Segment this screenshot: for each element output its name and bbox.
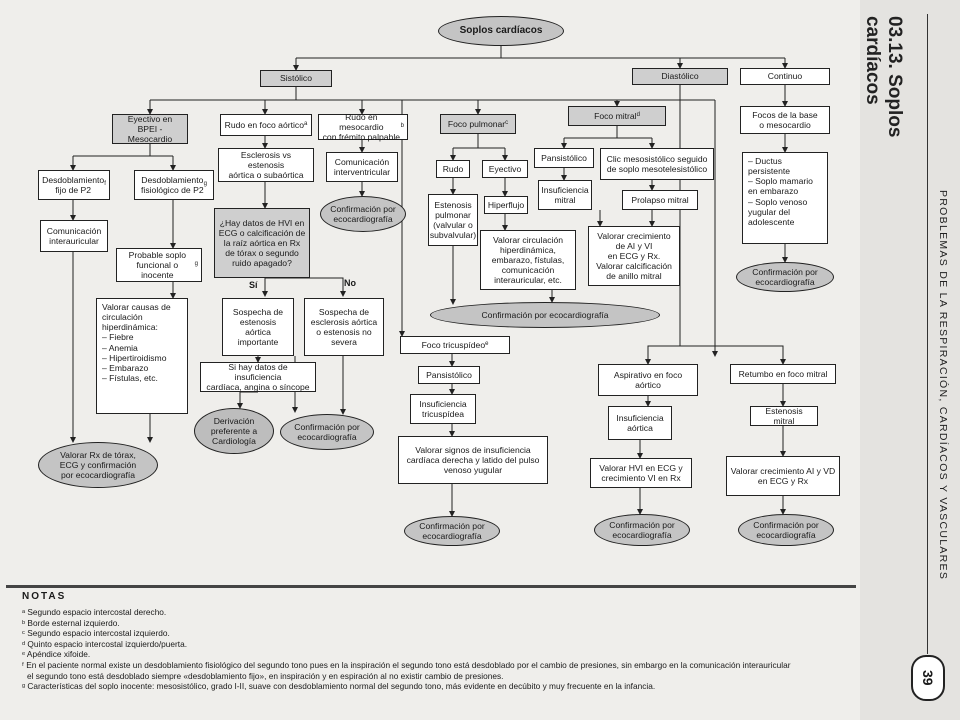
node-insuficiencia-mitral: Insuficiencia mitral (538, 180, 592, 210)
node-valorar-signos: Valorar signos de insuficiencia cardíaca… (398, 436, 548, 484)
node-esclerosis-estenosis: Esclerosis vs estenosis aórtica o subaór… (218, 148, 314, 182)
foco-tricuspideo-label: Foco tricuspídeo (421, 339, 486, 350)
desdob-fijo-note: f (104, 181, 106, 188)
node-confirmacion-continuo: Confirmación por ecocardiografía (736, 262, 834, 292)
node-eyectivo-bpei: Eyectivo en BPEI - Mesocardio (112, 114, 188, 144)
node-confirmacion-mitral: Confirmación por ecocardiografía (738, 514, 834, 546)
node-comunicacion-interauricular: Comunicación interauricular (40, 220, 108, 252)
note-item: ᵇ Borde esternal izquierdo. (22, 617, 120, 628)
node-retumbo-mitral: Retumbo en foco mitral (730, 364, 836, 384)
rudo-aortico-note: a (303, 121, 308, 128)
rudo-meso-label: Rudo en mesocardio con frémito palpable (322, 111, 401, 143)
node-valorar-crecimiento-ai-vi: Valorar crecimiento de AI y VI en ECG y … (588, 226, 680, 286)
node-sistolico: Sistólico (260, 70, 332, 87)
node-insuficiencia-tricuspidea: Insuficiencia tricuspídea (410, 394, 476, 424)
root-soplos-cardiacos: Soplos cardíacos (438, 16, 564, 46)
node-valorar-hvi: Valorar HVI en ECG y crecimiento VI en R… (590, 458, 692, 488)
node-valorar-crecimiento-ai-vd: Valorar crecimiento AI y VD en ECG y Rx (726, 456, 840, 496)
rudo-meso-note: b (400, 123, 404, 130)
node-hvi-question: ¿Hay datos de HVI en ECG o calcificación… (214, 208, 310, 278)
node-valorar-causas: Valorar causas de circulación hiperdinám… (96, 298, 188, 414)
node-sospecha-estenosis: Sospecha de estenosis aórtica importante (222, 298, 294, 356)
desdob-fijo-label: Desdoblamiento fijo de P2 (42, 174, 105, 195)
note-item: ᶠ En el paciente normal existe un desdob… (22, 660, 791, 671)
note-item: el segundo tono está desdoblado siempre … (27, 670, 504, 681)
foco-mitral-note: d (636, 112, 640, 119)
notes-title: NOTAS (22, 591, 67, 602)
foco-pulmonar-note: c (505, 120, 509, 127)
node-comunicacion-interventricular: Comunicación interventricular (326, 152, 398, 182)
node-si-hay-datos: Si hay datos de insuficiencia cardíaca, … (200, 362, 316, 392)
node-pansistolico-mitral: Pansistólico (534, 148, 594, 168)
node-aspirativo-aortico: Aspirativo en foco aórtico (598, 364, 698, 396)
node-clic-mesosistolico: Clic mesosistólico seguido de soplo meso… (600, 148, 714, 180)
node-confirmacion-tricuspidea: Confirmación por ecocardiografía (404, 516, 500, 546)
node-valorar-rx-torax: Valorar Rx de tórax, ECG y confirmación … (38, 442, 158, 488)
node-confirmacion-mesocardio: Confirmación por ecocardiografía (320, 196, 406, 232)
probable-soplo-note: g (194, 261, 198, 268)
chapter-title: PROBLEMAS DE LA RESPIRACIÓN, CARDÍACOS Y… (937, 190, 949, 581)
node-insuficiencia-aortica: Insuficiencia aórtica (608, 406, 672, 440)
node-diastolico: Diastólico (632, 68, 728, 85)
node-valorar-circulacion: Valorar circulación hiperdinámica, embar… (480, 230, 576, 290)
node-eyectivo-pulmonar: Eyectivo (482, 160, 528, 178)
node-pansistolico-tricuspideo: Pansistólico (418, 366, 480, 384)
page-number-badge: 39 (911, 655, 945, 701)
node-confirmacion-esclerosis: Confirmación por ecocardiografía (280, 414, 374, 450)
node-derivacion-cardiologia: Derivación preferente a Cardiología (194, 408, 274, 454)
node-rudo-pulmonar: Rudo (436, 160, 470, 178)
foco-pulmonar-label: Foco pulmonar (447, 118, 506, 129)
node-confirmacion-aortica: Confirmación por ecocardiografía (594, 514, 690, 546)
note-item: ᵈ Quinto espacio intercostal izquierdo/p… (22, 638, 188, 649)
page-number: 39 (920, 670, 936, 686)
note-item: ᵍ Características del soplo inocente: me… (22, 681, 656, 692)
notes-divider (6, 585, 856, 588)
node-confirmacion-pulmonar: Confirmación por ecocardiografía (430, 302, 660, 328)
node-estenosis-pulmonar: Estenosis pulmonar (valvular o subvalvul… (428, 194, 478, 246)
side-rule (927, 14, 928, 654)
desdob-fisio-label: Desdoblamiento fisiológico de P2 (141, 174, 204, 195)
node-ductus-persistente: – Ductus persistente – Soplo mamario en … (742, 152, 828, 244)
page-margin-strip (860, 0, 960, 720)
foco-tricuspideo-note: e (485, 341, 489, 348)
notes-list: ᵃ Segundo espacio intercostal derecho. ᵇ… (22, 607, 842, 692)
probable-soplo-label: Probable soplo funcional o inocente (128, 249, 186, 281)
node-focos-base: Focos de la base o mesocardio (740, 106, 830, 134)
note-item: ᵉ Apéndice xifoide. (22, 649, 91, 660)
node-prolapso-mitral: Prolapso mitral (622, 190, 698, 210)
label-no: No (344, 278, 356, 288)
node-sospecha-esclerosis: Sospecha de esclerosis aórtica o estenos… (304, 298, 384, 356)
note-item: ᵃ Segundo espacio intercostal derecho. (22, 607, 167, 617)
node-continuo: Continuo (740, 68, 830, 85)
desdob-fisio-note: g (203, 181, 207, 188)
node-estenosis-mitral: Estenosis mitral (750, 406, 818, 426)
section-title: 03.13. Soplos cardíacos (862, 16, 905, 138)
node-hiperflujo: Hiperflujo (484, 196, 528, 214)
label-si: Sí (249, 280, 258, 290)
node-probable-soplo: Probable soplo funcional o inocente g (116, 248, 202, 282)
rudo-aortico-label: Rudo en foco aórtico (224, 119, 304, 130)
note-item: ᶜ Segundo espacio intercostal izquierdo. (22, 628, 170, 639)
foco-mitral-label: Foco mitral (594, 110, 637, 121)
